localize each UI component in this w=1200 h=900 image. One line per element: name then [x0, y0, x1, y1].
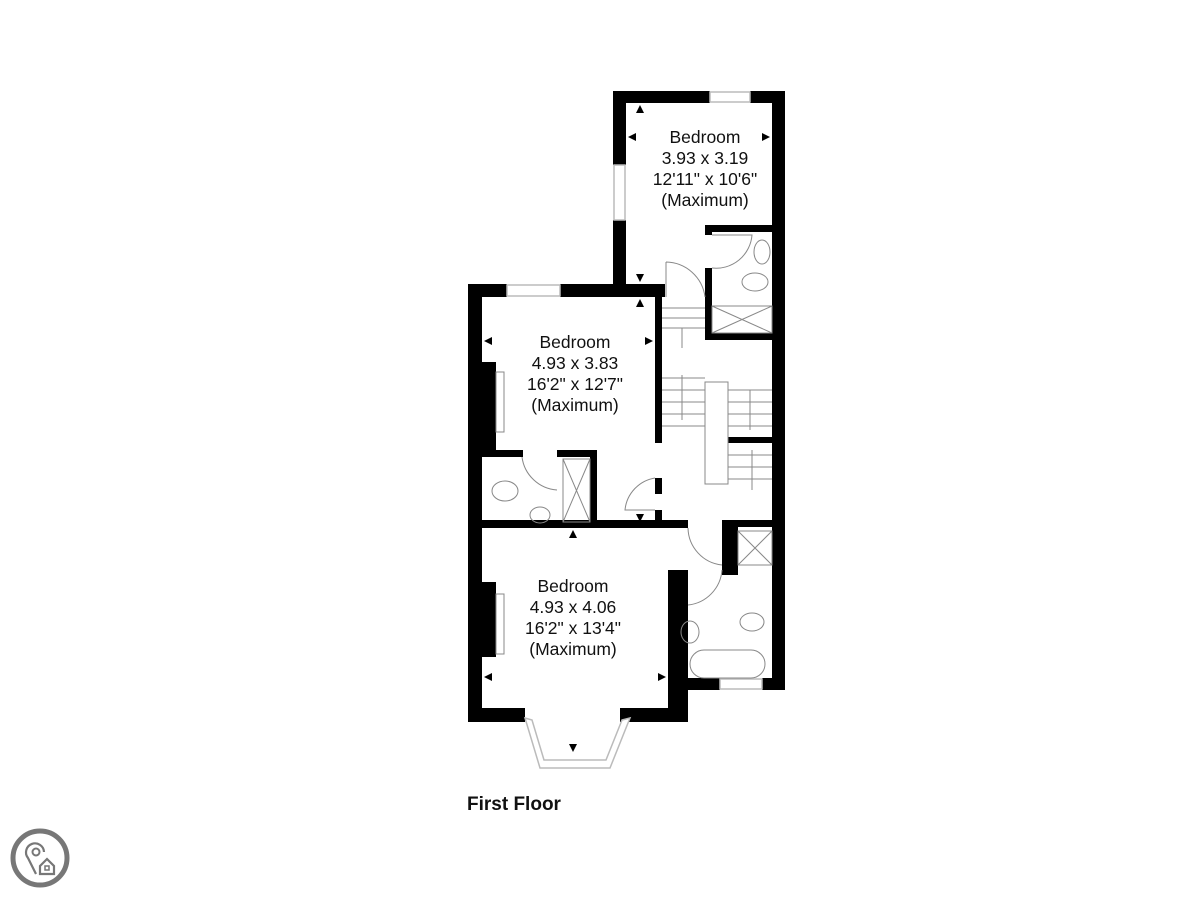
fireplace — [495, 371, 505, 433]
wall — [668, 570, 688, 722]
wall — [722, 520, 785, 527]
shower-tray — [711, 305, 773, 334]
stairs — [662, 307, 772, 490]
sink-icon — [680, 620, 700, 644]
bay-window — [523, 716, 632, 769]
sink-icon — [529, 506, 551, 524]
wall — [468, 520, 688, 528]
room-imperial-size: 12'11" x 10'6" — [652, 169, 758, 189]
room-metric-size: 3.93 x 3.19 — [661, 148, 749, 168]
room-note: (Maximum) — [531, 395, 619, 415]
toilet-icon — [491, 480, 519, 502]
fireplace — [495, 593, 505, 655]
wall — [655, 510, 662, 524]
room-name: Bedroom — [537, 576, 609, 596]
door-swing — [665, 261, 706, 298]
room-note: (Maximum) — [529, 639, 617, 659]
window — [506, 284, 561, 297]
door-swing — [624, 477, 656, 511]
wall — [560, 284, 665, 297]
room-label-bedroom-top: Bedroom 3.93 x 3.19 12'11" x 10'6" (Maxi… — [615, 127, 795, 211]
door-swing — [521, 456, 558, 491]
room-note: (Maximum) — [661, 190, 749, 210]
bath-icon — [689, 649, 766, 679]
floor-title: First Floor — [467, 794, 561, 815]
chimney-breast — [472, 362, 496, 452]
wall — [668, 678, 720, 690]
wall — [655, 297, 662, 443]
window — [719, 678, 763, 690]
shower-tray — [562, 458, 591, 523]
door-swing — [687, 569, 723, 606]
wall — [772, 91, 785, 690]
window — [613, 164, 626, 221]
location-home-icon — [10, 828, 70, 888]
toilet-icon — [739, 612, 765, 632]
wall — [613, 220, 626, 297]
wall — [762, 678, 785, 690]
fixtures — [491, 234, 773, 679]
wall — [728, 437, 772, 443]
room-name: Bedroom — [539, 332, 611, 352]
wall — [620, 708, 680, 722]
wall — [468, 708, 525, 722]
wall — [655, 478, 662, 494]
walls — [468, 91, 785, 722]
room-imperial-size: 16'2" x 12'7" — [527, 374, 623, 394]
wall — [613, 91, 626, 165]
room-metric-size: 4.93 x 3.83 — [531, 353, 619, 373]
room-metric-size: 4.93 x 4.06 — [529, 597, 617, 617]
wall — [722, 520, 738, 575]
shower-tray — [737, 530, 773, 566]
wall — [705, 225, 712, 235]
wall — [705, 333, 785, 340]
wall — [557, 450, 597, 457]
room-imperial-size: 16'2" x 13'4" — [525, 618, 621, 638]
toilet-icon — [741, 272, 769, 292]
room-label-bedroom-middle: Bedroom 4.93 x 3.83 16'2" x 12'7" (Maxim… — [485, 332, 665, 416]
door-swing — [711, 234, 753, 269]
wall — [668, 570, 688, 576]
door-swing — [687, 527, 723, 566]
room-label-bedroom-bottom: Bedroom 4.93 x 4.06 16'2" x 13'4" (Maxim… — [483, 576, 663, 660]
wall — [590, 450, 597, 525]
sink-icon — [753, 239, 771, 265]
chimney-breast — [472, 582, 496, 657]
wall — [468, 450, 523, 457]
wall — [613, 91, 710, 103]
windows — [506, 91, 763, 769]
window — [709, 91, 751, 103]
dimension-arrows — [484, 105, 770, 752]
room-name: Bedroom — [669, 127, 741, 147]
wall — [705, 268, 712, 340]
wall — [705, 225, 785, 232]
